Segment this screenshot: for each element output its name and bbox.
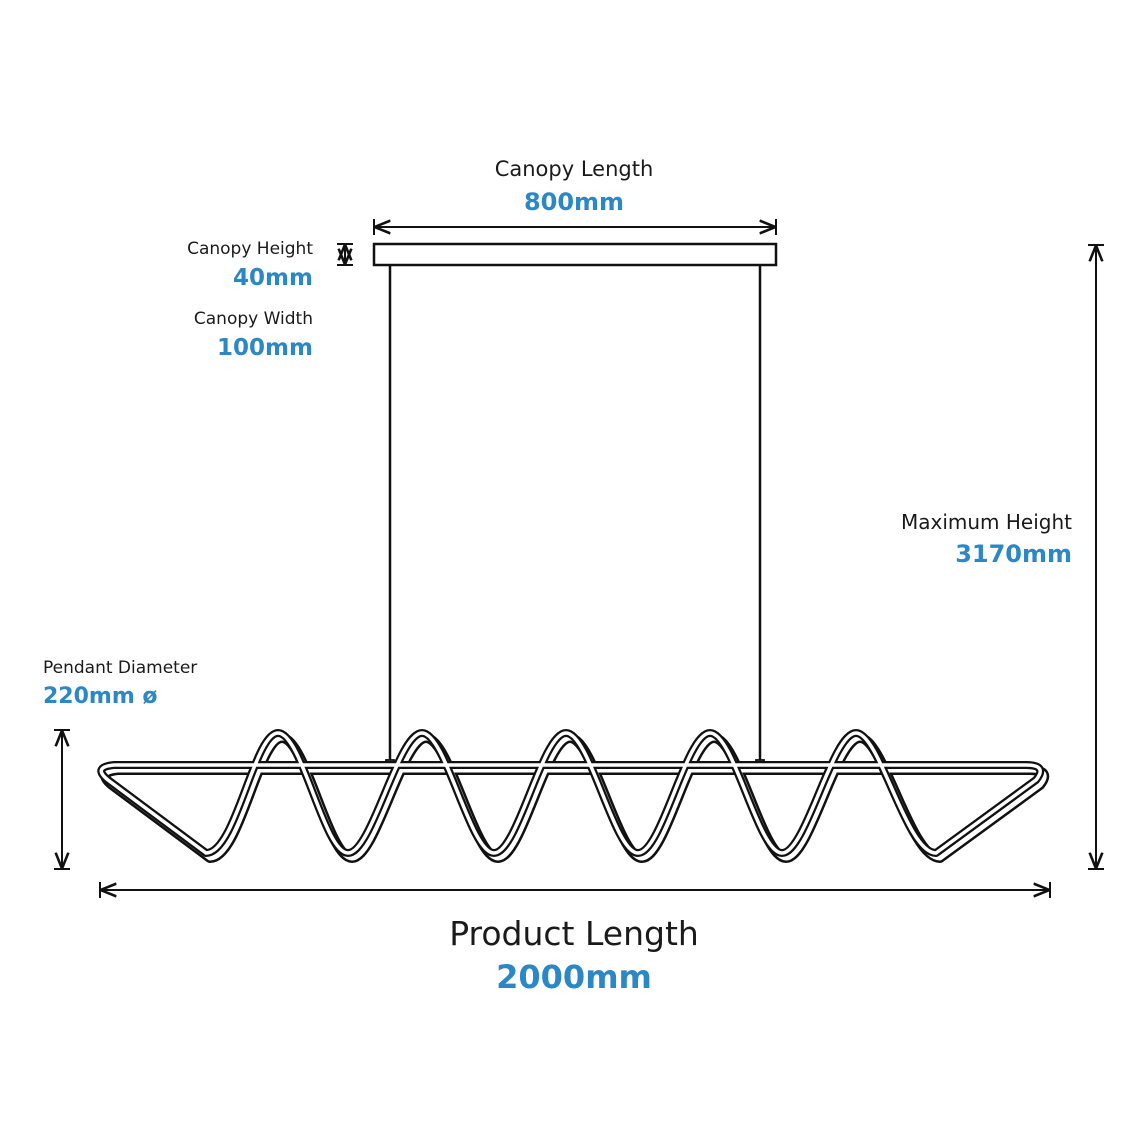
canopy-width-label: Canopy Width	[193, 309, 313, 329]
canopy-length-value: 800mm	[523, 188, 625, 216]
maximum-height-dimension	[1088, 244, 1104, 870]
pendant-body	[97, 729, 1050, 863]
canopy	[372, 242, 778, 267]
canopy-length-label: Canopy Length	[494, 157, 654, 181]
pendant-diameter-value: 220mm ø	[43, 684, 158, 709]
canopy-height-value: 40mm	[233, 265, 313, 291]
pendant-diameter-dimension	[54, 729, 70, 870]
suspension-cables	[385, 265, 765, 769]
maximum-height-label: Maximum Height	[900, 510, 1072, 534]
canopy-width-value: 100mm	[217, 335, 313, 361]
canopy-height-label: Canopy Height	[187, 239, 313, 259]
canopy-height-dimension	[337, 243, 353, 266]
pendant-diameter-label: Pendant Diameter	[43, 658, 198, 678]
canopy-length-dimension	[373, 219, 777, 235]
product-length-value: 2000mm	[496, 958, 652, 996]
maximum-height-value: 3170mm	[955, 540, 1072, 568]
product-length-dimension	[99, 882, 1051, 898]
product-length-label: Product Length	[449, 914, 699, 953]
